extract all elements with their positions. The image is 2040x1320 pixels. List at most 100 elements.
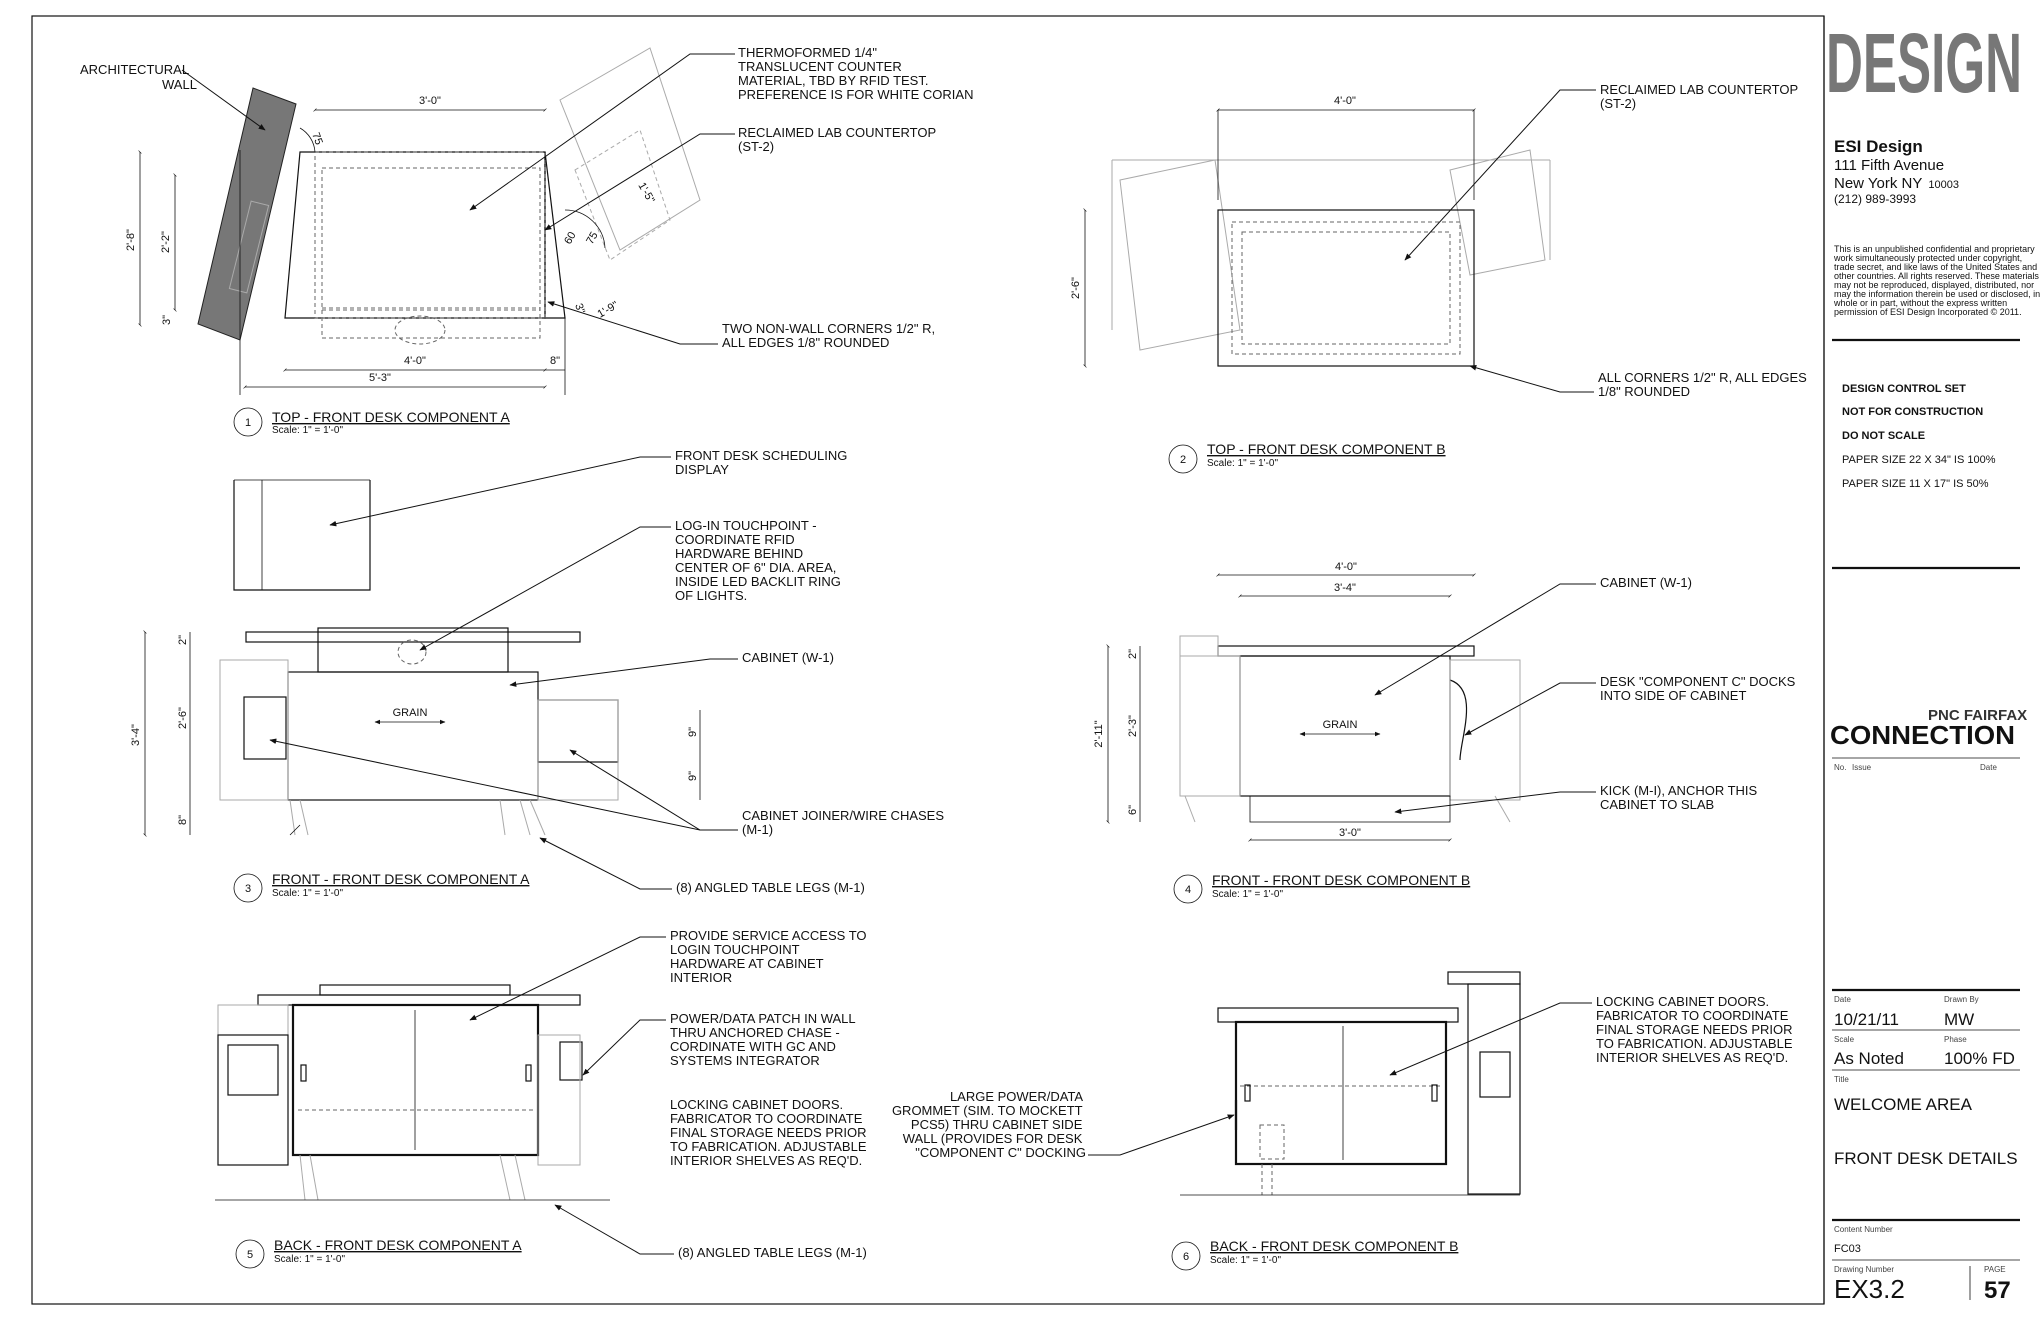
note-reclaimed-b: RECLAIMED LAB COUNTERTOP (ST-2) xyxy=(1600,82,1802,111)
view-4-scale: Scale: 1" = 1'-0" xyxy=(1212,889,1283,900)
note-locking-a: LOCKING CABINET DOORS. FABRICATOR TO COO… xyxy=(670,1097,870,1168)
svg-text:whole or in part, without the: whole or in part, without the express wr… xyxy=(1833,298,2007,308)
svg-text:may the information therein be: may the information therein be used or d… xyxy=(1834,289,2040,299)
cabinet-a-back xyxy=(291,1003,540,1157)
note-scheduling-display: FRONT DESK SCHEDULING DISPLAY xyxy=(675,448,851,477)
client-name: CONNECTION xyxy=(1830,720,2015,750)
drawn-label: Drawn By xyxy=(1944,995,1979,1004)
phase-value: 100% FD xyxy=(1944,1049,2015,1068)
dim-a-3-0: 3'-0" xyxy=(419,95,441,107)
dim-a-2-8: 2'-8" xyxy=(125,229,137,251)
note-grommet: LARGE POWER/DATA GROMMET (SIM. TO MOCKET… xyxy=(892,1089,1086,1160)
architectural-wall xyxy=(197,87,297,341)
dim-a-60: 60 xyxy=(562,230,579,247)
svg-text:work simultaneously protected: work simultaneously protected under copy… xyxy=(1833,253,2022,263)
status-do-not-scale: DO NOT SCALE xyxy=(1842,430,1925,442)
scale-label: Scale xyxy=(1834,1035,1855,1044)
view-2-top-component-b: 4'-0" 2'-6" RECLAIMED LAB COUNTERTOP (ST… xyxy=(1070,82,1810,474)
dim-f4-3-4: 3'-4" xyxy=(1334,582,1356,594)
status-not-for-construction: NOT FOR CONSTRUCTION xyxy=(1842,406,1983,418)
firm-name: ESI Design xyxy=(1834,137,1923,156)
firm-phone: (212) 989-3993 xyxy=(1834,192,1916,206)
note-login-touchpoint: LOG-IN TOUCHPOINT - COORDINATE RFID HARD… xyxy=(675,518,845,603)
view-5-number: 5 xyxy=(247,1249,253,1261)
svg-text:other countries. All rights re: other countries. All rights reserved. Th… xyxy=(1834,271,2039,281)
paper-size-100: PAPER SIZE 22 X 34" IS 100% xyxy=(1842,454,1996,466)
view-3-number: 3 xyxy=(245,883,251,895)
view-2-scale: Scale: 1" = 1'-0" xyxy=(1207,458,1278,469)
grain-label-a: GRAIN xyxy=(393,707,428,719)
dim-f3-3-4: 3'-4" xyxy=(130,724,142,746)
phase-label: Phase xyxy=(1944,1035,1967,1044)
view-1-top-component-a: 3'-0" 4'-0" 5'-3" 8" 2'-8" 2'-2" 3" 75 6… xyxy=(80,45,973,437)
note-corners-a: TWO NON-WALL CORNERS 1/2" R, ALL EDGES 1… xyxy=(722,321,939,350)
drawn-value: MW xyxy=(1944,1010,1974,1029)
view-2-title: TOP - FRONT DESK COMPONENT B xyxy=(1207,441,1446,457)
title-block: DESIGN ESI Design 111 Fifth Avenue New Y… xyxy=(1826,16,2040,1304)
content-number-label: Content Number xyxy=(1834,1225,1893,1234)
note-joiner: CABINET JOINER/WIRE CHASES (M-1) xyxy=(742,808,948,837)
drawing-number-label: Drawing Number xyxy=(1834,1265,1894,1274)
view-6-back-component-b: LARGE POWER/DATA GROMMET (SIM. TO MOCKET… xyxy=(892,971,1793,1271)
dim-b-2-6: 2'-6" xyxy=(1070,277,1082,299)
view-4-front-component-b: 4'-0" 3'-4" 3'-0" 2'-11" 2" 2'-3" 6" GRA… xyxy=(1093,561,1796,904)
dim-f4-2-11: 2'-11" xyxy=(1093,720,1105,747)
note-kick: KICK (M-I), ANCHOR THIS CABINET TO SLAB xyxy=(1600,783,1761,812)
dim-f4-3-0: 3'-0" xyxy=(1339,827,1361,839)
view-4-number: 4 xyxy=(1185,884,1191,896)
dim-a-2-2: 2'-2" xyxy=(160,231,172,253)
dim-a-3b: 3" xyxy=(572,302,587,316)
svg-text:trade secret, and like laws of: trade secret, and like laws of the Unite… xyxy=(1834,262,2037,272)
note-architectural-wall: ARCHITECTURAL WALL xyxy=(80,62,197,92)
view-1-title: TOP - FRONT DESK COMPONENT A xyxy=(272,409,510,425)
page-label: PAGE xyxy=(1984,1265,2006,1274)
legal-notice: This is an unpublished confidential and … xyxy=(1833,244,2040,317)
view-6-scale: Scale: 1" = 1'-0" xyxy=(1210,1255,1281,1266)
dim-a-8in: 8" xyxy=(550,355,560,367)
dim-f3-2in: 2" xyxy=(177,635,189,645)
note-legs-a5: (8) ANGLED TABLE LEGS (M-1) xyxy=(678,1245,867,1260)
dim-a-1-5: 1'-5" xyxy=(635,181,656,206)
page-number: 57 xyxy=(1984,1277,2011,1304)
view-1-number: 1 xyxy=(245,417,251,429)
paper-size-50: PAPER SIZE 11 X 17" IS 50% xyxy=(1842,478,1989,490)
sheet-title-2: FRONT DESK DETAILS xyxy=(1834,1149,2018,1168)
dim-f4-6in: 6" xyxy=(1127,805,1139,815)
note-service-access: PROVIDE SERVICE ACCESS TO LOGIN TOUCHPOI… xyxy=(670,928,870,985)
grain-label-b: GRAIN xyxy=(1323,719,1358,731)
dim-f3-2-6: 2'-6" xyxy=(177,707,189,729)
view-5-title: BACK - FRONT DESK COMPONENT A xyxy=(274,1237,522,1253)
cabinet-a-front xyxy=(287,671,539,801)
col-issue: Issue xyxy=(1852,763,1872,772)
login-panel xyxy=(317,627,509,673)
view-6-number: 6 xyxy=(1183,1251,1189,1263)
view-3-front-component-a: 3'-4" 2" 2'-6" 8" 9" 9" GRAIN LOG-IN TOU… xyxy=(130,518,948,903)
title-label: Title xyxy=(1834,1075,1849,1084)
content-number: FC03 xyxy=(1834,1243,1861,1255)
cabinet-b-back xyxy=(1234,1020,1448,1166)
dim-a-3in: 3" xyxy=(161,315,173,325)
note-legs-a3: (8) ANGLED TABLE LEGS (M-1) xyxy=(676,880,865,895)
scale-value: As Noted xyxy=(1834,1049,1904,1068)
desk-b-outline xyxy=(1217,209,1475,367)
view-5-back-component-a: PROVIDE SERVICE ACCESS TO LOGIN TOUCHPOI… xyxy=(215,928,870,1269)
esi-logo: DESIGN xyxy=(1826,16,2022,110)
sheet-title-1: WELCOME AREA xyxy=(1834,1095,1973,1114)
col-date: Date xyxy=(1980,763,1997,772)
scheduling-display-detail: FRONT DESK SCHEDULING DISPLAY xyxy=(233,448,851,591)
dim-f4-4-0: 4'-0" xyxy=(1335,561,1357,573)
dim-f3-9b: 9" xyxy=(687,771,699,781)
note-corners-b: ALL CORNERS 1/2" R, ALL EDGES 1/8" ROUND… xyxy=(1598,370,1810,399)
dim-f3-9a: 9" xyxy=(687,727,699,737)
svg-text:This is an unpublished confide: This is an unpublished confidential and … xyxy=(1834,244,2035,254)
svg-text:permission of ESI Design Incor: permission of ESI Design Incorporated © … xyxy=(1834,307,2022,317)
view-2-number: 2 xyxy=(1180,454,1186,466)
view-3-title: FRONT - FRONT DESK COMPONENT A xyxy=(272,871,530,887)
view-6-title: BACK - FRONT DESK COMPONENT B xyxy=(1210,1238,1458,1254)
date-label: Date xyxy=(1834,995,1851,1004)
note-thermoformed: THERMOFORMED 1/4" TRANSLUCENT COUNTER MA… xyxy=(738,45,973,102)
dim-f4-2in: 2" xyxy=(1127,649,1139,659)
view-5-scale: Scale: 1" = 1'-0" xyxy=(274,1254,345,1265)
